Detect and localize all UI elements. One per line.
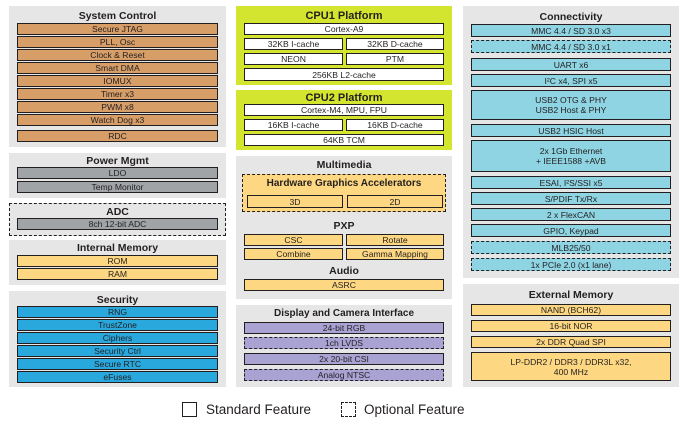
system-control-title: System Control xyxy=(78,10,157,22)
i2c-spi-block: I²C x4, SPI x5 xyxy=(471,74,671,87)
flexcan-block: 2 x FlexCAN xyxy=(471,208,671,221)
asrc-block: ASRC xyxy=(244,279,444,291)
neon-block: NEON xyxy=(244,53,343,65)
multimedia-panel: Multimedia Hardware Graphics Accelerator… xyxy=(236,156,452,299)
security-panel: Security RNG TrustZone Ciphers Security … xyxy=(9,291,226,387)
cpu2-dcache-block: 16KB D-cache xyxy=(346,119,444,131)
display-title: Display and Camera Interface xyxy=(273,308,415,319)
ieee1588-label: + IEEE1588 +AVB xyxy=(535,156,607,166)
mmc-x1-block: MMC 4.4 / SD 3.0 x1 xyxy=(471,40,671,53)
rgb-block: 24-bit RGB xyxy=(244,322,444,334)
pcie-block: 1x PCIe 2.0 (x1 lane) xyxy=(471,258,671,271)
cpu2-icache-block: 16KB I-cache xyxy=(244,119,343,131)
rdc-block: RDC xyxy=(17,130,218,142)
ram-block: RAM xyxy=(17,268,218,280)
nor-block: 16-bit NOR xyxy=(471,320,671,332)
ethernet-block: 2x 1Gb Ethernet + IEEE1588 +AVB xyxy=(471,140,671,172)
rotate-block: Rotate xyxy=(346,234,444,246)
combine-block: Combine xyxy=(244,248,343,260)
standard-feature-swatch xyxy=(182,402,197,417)
usb-host-label: USB2 Host & PHY xyxy=(535,105,607,115)
external-memory-title: External Memory xyxy=(528,289,614,301)
lpddr-block: LP-DDR2 / DDR3 / DDR3L x32, 400 MHz xyxy=(471,352,671,381)
rom-block: ROM xyxy=(17,255,218,267)
csi-block: 2x 20-bit CSI xyxy=(244,353,444,365)
usb-otg-host-block: USB2 OTG & PHY USB2 Host & PHY xyxy=(471,90,671,120)
standard-feature-label: Standard Feature xyxy=(206,402,312,417)
adc-block: 8ch 12-bit ADC xyxy=(17,218,218,230)
power-mgmt-title: Power Mgmt xyxy=(86,155,149,167)
secure-jtag-block: Secure JTAG xyxy=(17,23,218,35)
iomux-block: IOMUX xyxy=(17,75,218,87)
hga-3d-block: 3D xyxy=(247,195,343,208)
nand-block: NAND (BCH62) xyxy=(471,304,671,316)
internal-memory-title: Internal Memory xyxy=(76,242,159,254)
cpu1-dcache-block: 32KB D-cache xyxy=(346,38,444,50)
spdif-block: S/PDIF Tx/Rx xyxy=(471,192,671,205)
ciphers-block: Ciphers xyxy=(17,332,218,344)
pwm-block: PWM x8 xyxy=(17,101,218,113)
smart-dma-block: Smart DMA xyxy=(17,62,218,74)
lpddr-speed-label: 400 MHz xyxy=(553,366,589,377)
system-control-panel: System Control Secure JTAG PLL, Osc Cloc… xyxy=(9,6,226,147)
efuses-block: eFuses xyxy=(17,371,218,383)
secure-rtc-block: Secure RTC xyxy=(17,358,218,370)
connectivity-panel: Connectivity MMC 4.4 / SD 3.0 x3 MMC 4.4… xyxy=(463,6,679,278)
trustzone-block: TrustZone xyxy=(17,319,218,331)
hga-title: Hardware Graphics Accelerators xyxy=(266,178,422,189)
cortex-a9-block: Cortex-A9 xyxy=(244,23,444,35)
mlb-block: MLB25/50 xyxy=(471,241,671,254)
cpu2-panel: CPU2 Platform Cortex-M4, MPU, FPU 16KB I… xyxy=(236,90,452,150)
lpddr-label: LP-DDR2 / DDR3 / DDR3L x32, xyxy=(510,356,632,367)
ethernet-label: 2x 1Gb Ethernet xyxy=(539,146,603,156)
internal-memory-panel: Internal Memory ROM RAM xyxy=(9,240,226,285)
cpu1-title: CPU1 Platform xyxy=(305,10,383,22)
multimedia-title: Multimedia xyxy=(316,159,372,171)
esai-block: ESAI, I²S/SSI x5 xyxy=(471,176,671,189)
pll-osc-block: PLL, Osc xyxy=(17,36,218,48)
audio-title: Audio xyxy=(329,265,359,277)
security-ctrl-block: Security Ctrl xyxy=(17,345,218,357)
analog-ntsc-block: Analog NTSC xyxy=(244,369,444,381)
display-panel: Display and Camera Interface 24-bit RGB … xyxy=(236,305,452,387)
watch-dog-block: Watch Dog x3 xyxy=(17,114,218,126)
tcm-block: 64KB TCM xyxy=(244,134,444,146)
adc-title: ADC xyxy=(106,206,129,218)
usb-otg-label: USB2 OTG & PHY xyxy=(535,95,607,105)
power-mgmt-panel: Power Mgmt LDO Temp Monitor xyxy=(9,153,226,198)
lvds-block: 1ch LVDS xyxy=(244,337,444,349)
hga-2d-block: 2D xyxy=(347,195,443,208)
temp-monitor-block: Temp Monitor xyxy=(17,181,218,193)
optional-feature-label: Optional Feature xyxy=(364,402,465,417)
ldo-block: LDO xyxy=(17,167,218,179)
hga-group: Hardware Graphics Accelerators 3D 2D xyxy=(242,174,446,212)
connectivity-title: Connectivity xyxy=(539,11,603,23)
uart-block: UART x6 xyxy=(471,58,671,71)
external-memory-panel: External Memory NAND (BCH62) 16-bit NOR … xyxy=(463,284,679,387)
pxp-title: PXP xyxy=(333,220,355,232)
gamma-mapping-block: Gamma Mapping xyxy=(346,248,444,260)
ddr-quad-spi-block: 2x DDR Quad SPI xyxy=(471,336,671,348)
optional-feature-swatch xyxy=(341,402,356,417)
csc-block: CSC xyxy=(244,234,343,246)
cpu2-title: CPU2 Platform xyxy=(305,92,383,104)
gpio-keypad-block: GPIO, Keypad xyxy=(471,224,671,237)
adc-panel: ADC 8ch 12-bit ADC xyxy=(9,203,226,236)
clock-reset-block: Clock & Reset xyxy=(17,49,218,61)
cpu1-icache-block: 32KB I-cache xyxy=(244,38,343,50)
ptm-block: PTM xyxy=(346,53,444,65)
mmc-x3-block: MMC 4.4 / SD 3.0 x3 xyxy=(471,24,671,37)
security-title: Security xyxy=(96,294,139,306)
timer-block: Timer x3 xyxy=(17,88,218,100)
usb-hsic-block: USB2 HSIC Host xyxy=(471,124,671,137)
cortex-m4-block: Cortex-M4, MPU, FPU xyxy=(244,104,444,116)
rng-block: RNG xyxy=(17,306,218,318)
cpu1-panel: CPU1 Platform Cortex-A9 32KB I-cache 32K… xyxy=(236,6,452,85)
l2-cache-block: 256KB L2-cache xyxy=(244,68,444,81)
